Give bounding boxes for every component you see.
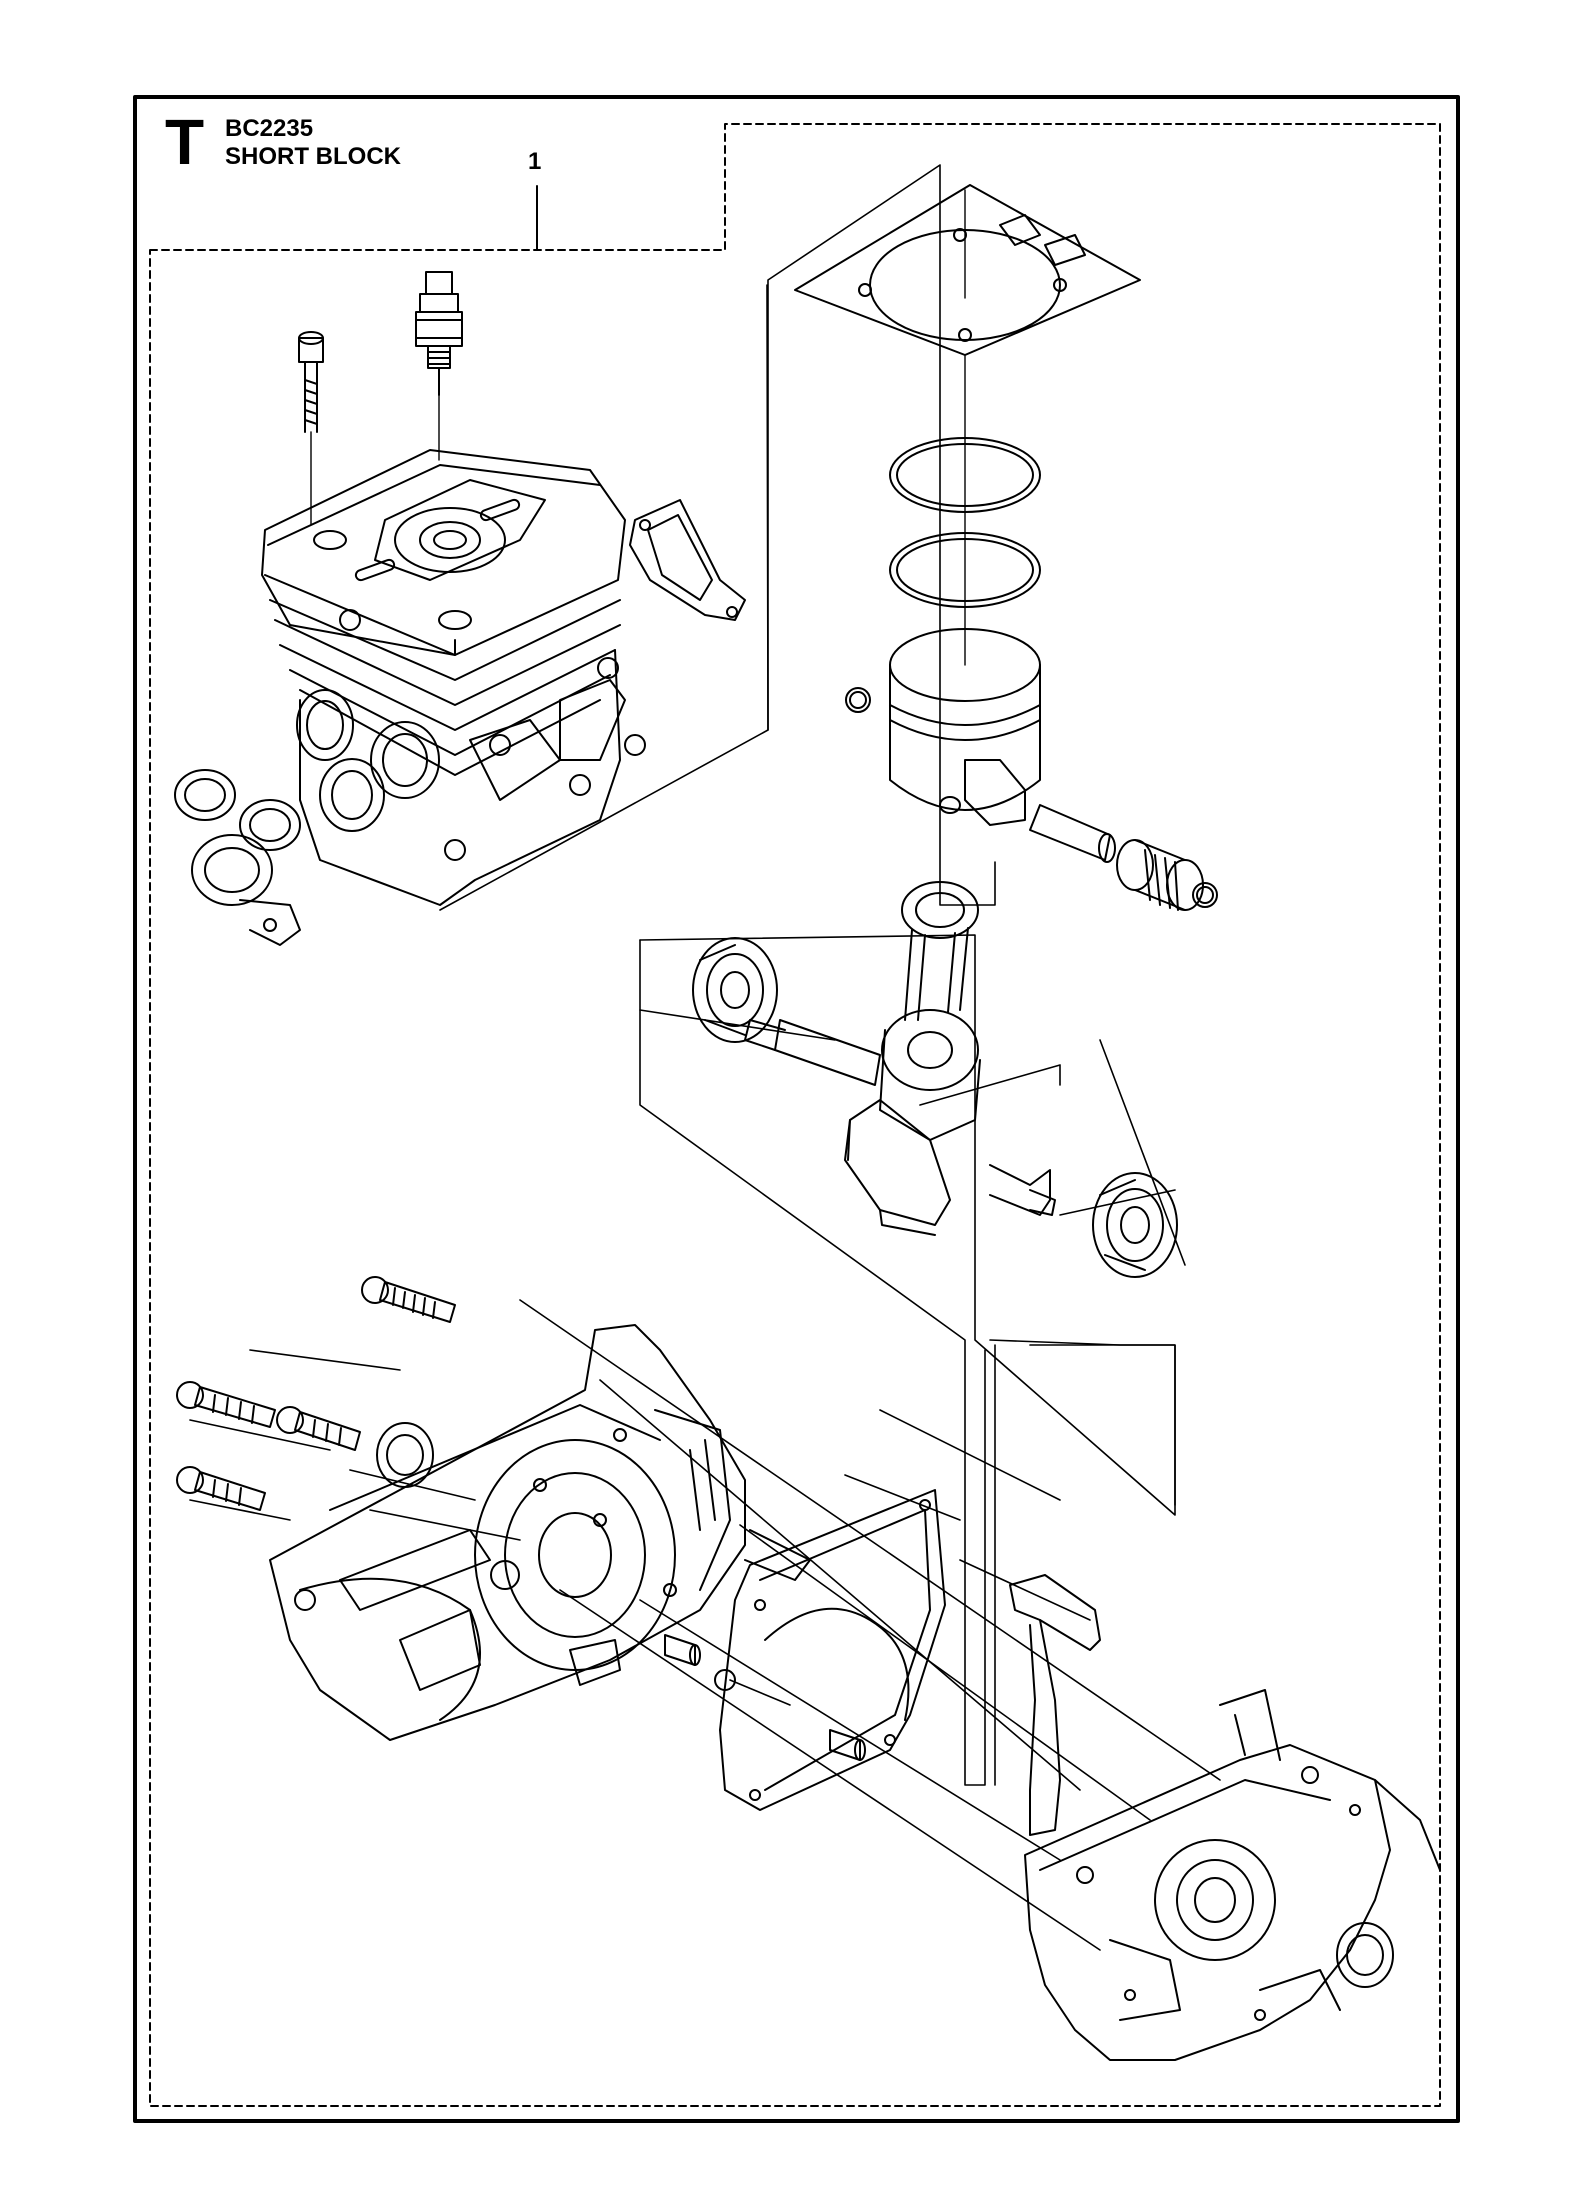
cylinder-gasket [794,184,1141,356]
main-bearing-right [1092,1172,1178,1278]
crankcase-left-half [269,1324,811,1741]
guide-plate [1009,1574,1101,1836]
needle-bearing [1116,839,1204,911]
section-letter: T [165,106,205,178]
crankshaft [744,1009,1056,1236]
cylinder-bolt [298,331,324,526]
assembly-lines [189,164,1221,1951]
crankcase-screws [176,1276,456,1511]
piston-rings [889,354,1041,666]
exhaust-gasket [629,499,746,621]
dowel-pins [664,1634,866,1761]
diagram-title: SHORT BLOCK [225,143,401,170]
intake-spacer [174,769,301,946]
connecting-rod [901,881,979,1021]
outer-frame [133,95,1460,2123]
spark-plug [415,271,463,461]
model-number: BC2235 [225,115,314,142]
crankcase-gasket [714,1489,946,1811]
piston-pin [1029,804,1116,863]
group-boundary-dashed [149,123,1441,2107]
cylinder [261,449,646,906]
callout-label-1: 1 [528,148,542,175]
circlip [1192,882,1218,908]
main-bearing-left [692,937,778,1043]
crankcase-seal-right [1336,1922,1394,1988]
crankcase-right-half [1024,1689,1441,2061]
piston [845,628,1041,826]
